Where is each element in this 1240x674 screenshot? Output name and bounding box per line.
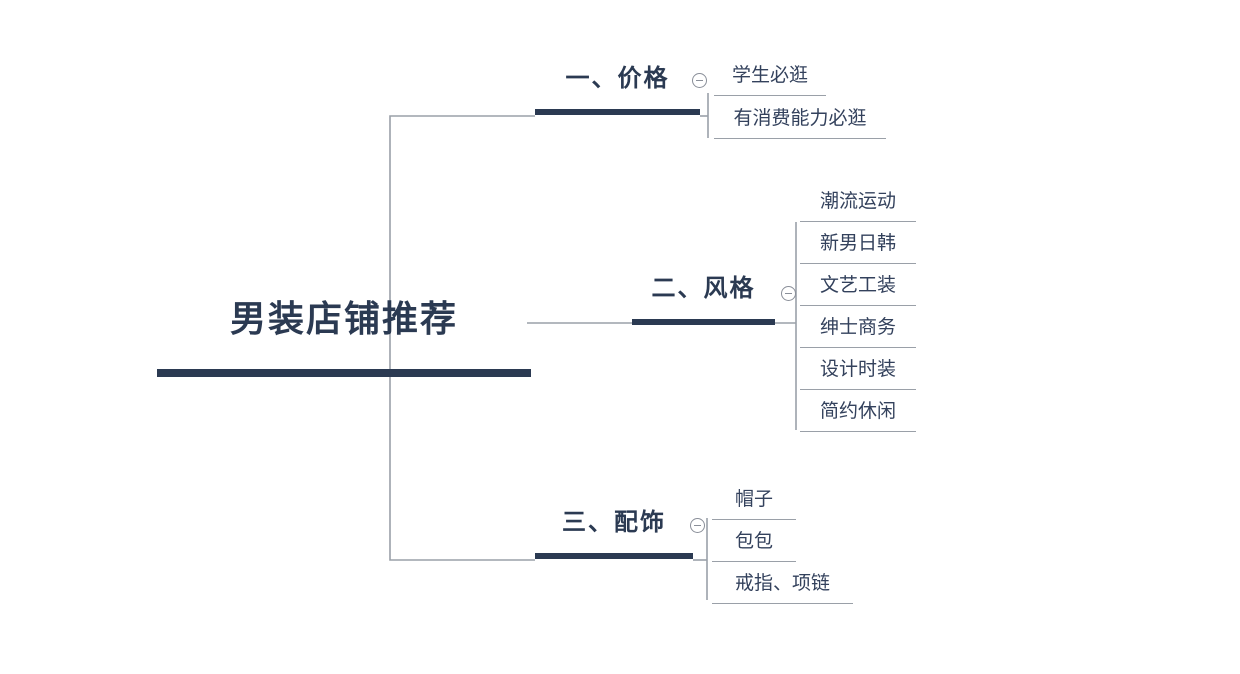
leaf-label-price-0: 学生必逛: [731, 64, 808, 86]
leaf-underline-style-5: [800, 431, 916, 432]
root-label: 男装店铺推荐: [229, 298, 458, 339]
leaf-underline-accessories-1: [712, 561, 796, 562]
branch-label-style: 二、风格: [651, 275, 756, 302]
leaf-node-price-0[interactable]: 学生必逛: [714, 60, 826, 96]
wire-root-to-accessories: [389, 374, 535, 561]
leaf-underline-style-0: [800, 221, 916, 222]
leaf-node-accessories-1[interactable]: 包包: [712, 526, 796, 562]
root-underline-bar: [157, 369, 531, 377]
branch-underline-bar-accessories: [535, 553, 693, 559]
leaf-underline-style-3: [800, 347, 916, 348]
leaf-underline-price-1: [714, 138, 886, 139]
collapse-toggle-accessories-icon[interactable]: [690, 518, 705, 533]
branch-label-price: 一、价格: [565, 65, 670, 92]
leaf-label-price-1: 有消费能力必逛: [733, 107, 867, 129]
branch-underline-bar-style: [632, 319, 775, 325]
leaf-label-accessories-0: 帽子: [734, 488, 773, 510]
branch-node-price[interactable]: 一、价格: [535, 59, 700, 121]
leaf-label-style-0: 潮流运动: [819, 190, 896, 212]
collapse-toggle-price-icon[interactable]: [692, 73, 707, 88]
leaf-node-style-4[interactable]: 设计时装: [800, 354, 916, 390]
leaf-underline-price-0: [714, 95, 826, 96]
leaf-node-style-3[interactable]: 绅士商务: [800, 312, 916, 348]
collapse-toggle-style-icon[interactable]: [781, 286, 796, 301]
leaf-label-accessories-2: 戒指、项链: [734, 572, 830, 594]
leaf-underline-accessories-0: [712, 519, 796, 520]
leaf-node-style-5[interactable]: 简约休闲: [800, 396, 916, 432]
leaf-label-style-4: 设计时装: [819, 358, 896, 380]
leaf-label-style-5: 简约休闲: [819, 400, 896, 422]
leaf-label-accessories-1: 包包: [734, 530, 773, 552]
leaf-underline-accessories-2: [712, 603, 853, 604]
leaf-underline-style-1: [800, 263, 916, 264]
branch-node-accessories[interactable]: 三、配饰: [535, 503, 693, 565]
leaf-node-style-0[interactable]: 潮流运动: [800, 186, 916, 222]
leaf-node-style-1[interactable]: 新男日韩: [800, 228, 916, 264]
leaf-label-style-1: 新男日韩: [819, 232, 896, 254]
branch-label-accessories: 三、配饰: [562, 509, 666, 536]
leaf-label-style-2: 文艺工装: [819, 274, 896, 296]
root-node[interactable]: 男装店铺推荐: [157, 293, 531, 377]
leaf-node-accessories-0[interactable]: 帽子: [712, 484, 796, 520]
leaf-node-style-2[interactable]: 文艺工装: [800, 270, 916, 306]
branch-underline-bar-price: [535, 109, 700, 115]
leaf-node-accessories-2[interactable]: 戒指、项链: [712, 568, 853, 604]
branch-node-style[interactable]: 二、风格: [632, 269, 775, 331]
leaf-underline-style-4: [800, 389, 916, 390]
leaf-label-style-3: 绅士商务: [819, 316, 896, 338]
leaf-underline-style-2: [800, 305, 916, 306]
leaf-node-price-1[interactable]: 有消费能力必逛: [714, 103, 886, 139]
